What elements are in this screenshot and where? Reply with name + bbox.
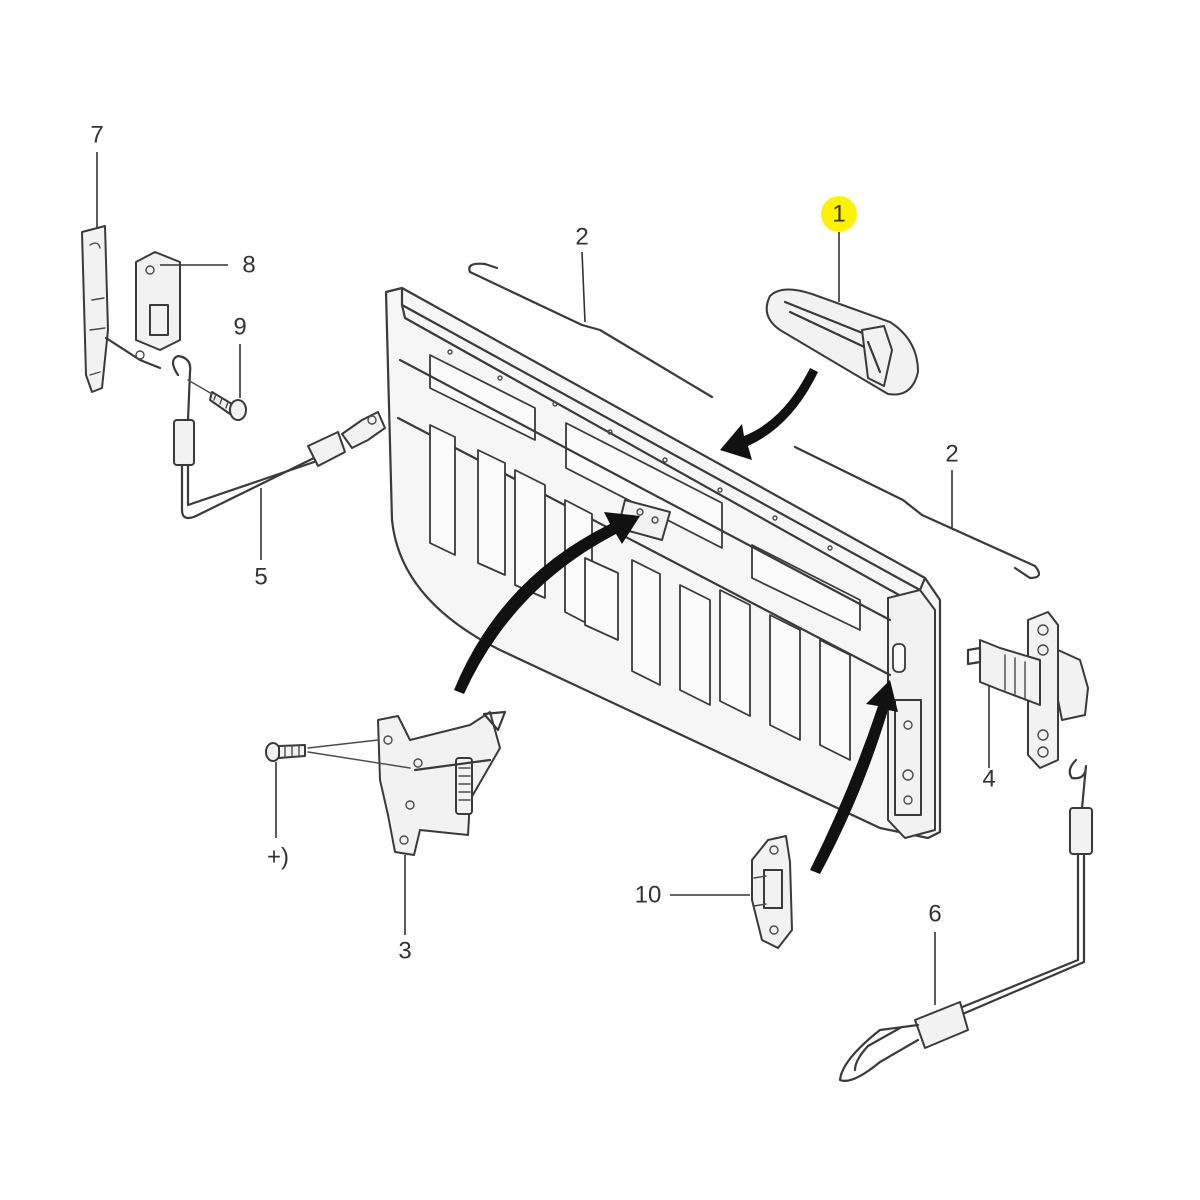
bolt-guide-lines: [307, 739, 411, 769]
callout-labels: 1 2 2 3 4 5 6 7 8 9 10 +): [90, 121, 995, 964]
tailgate-panel: [384, 286, 942, 840]
panel-rivets: [447, 349, 833, 551]
callout-8[interactable]: 8: [242, 251, 255, 278]
part-plus-bolt[interactable]: [265, 742, 306, 762]
part-2-rod-lower[interactable]: [793, 445, 1041, 580]
arrow-striker-to-panel: [810, 680, 898, 874]
callout-5[interactable]: 5: [254, 563, 267, 590]
callout-7[interactable]: 7: [90, 121, 103, 148]
callout-2-lower[interactable]: 2: [945, 440, 958, 467]
part-9-screw[interactable]: [209, 391, 247, 421]
callout-3[interactable]: 3: [398, 937, 411, 964]
callout-1-highlight: [821, 196, 857, 232]
assembly-arrows: [454, 368, 898, 874]
part-6-cable-right[interactable]: [838, 758, 1093, 1082]
callout-9[interactable]: 9: [233, 313, 246, 340]
callout-1[interactable]: 1: [832, 200, 845, 227]
panel-ribs: [429, 424, 851, 761]
part-5-cable-left[interactable]: [171, 354, 386, 520]
callout-10[interactable]: 10: [635, 881, 662, 908]
part-7-hinge-strap[interactable]: [81, 225, 109, 393]
callout-4[interactable]: 4: [982, 765, 995, 792]
arrow-handle-to-panel: [720, 368, 818, 460]
part-1-handle[interactable]: [765, 288, 919, 396]
screw-guide-line: [187, 379, 213, 395]
callout-6[interactable]: 6: [928, 900, 941, 927]
part-3-latch[interactable]: [377, 710, 507, 856]
part-8-hinge-bracket[interactable]: [104, 251, 181, 370]
callout-plus[interactable]: +): [267, 843, 289, 870]
callout-2-upper[interactable]: 2: [575, 223, 588, 250]
arrow-latch-to-panel: [454, 512, 640, 694]
part-10-striker-plate[interactable]: [751, 835, 793, 949]
part-2-rod-upper[interactable]: [468, 262, 714, 399]
part-4-striker[interactable]: [966, 611, 1089, 769]
leader-lines: [96, 152, 990, 1005]
